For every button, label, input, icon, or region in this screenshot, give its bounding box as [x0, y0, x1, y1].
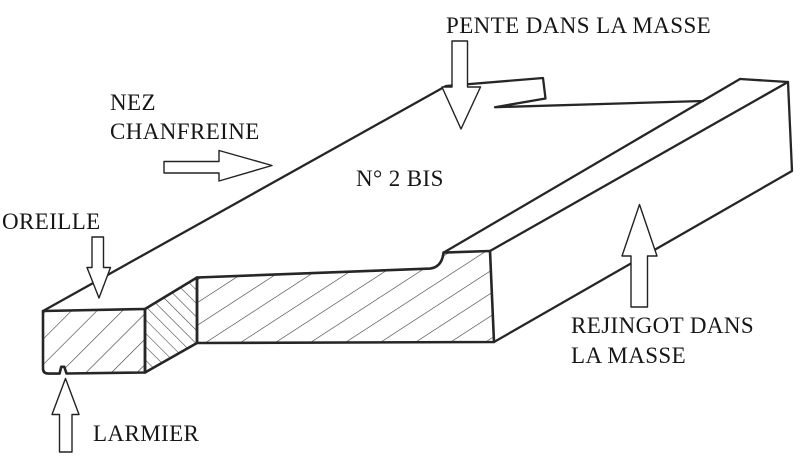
larmier-up-arrow-icon	[51, 377, 80, 453]
shoulder-cut-face	[143, 276, 199, 374]
pente-label: PENTE DANS LA MASSE	[446, 13, 712, 38]
oreille-cut-face	[41, 307, 147, 375]
pente-down-arrow-icon	[441, 40, 482, 130]
rejingot-label-line2: LA MASSE	[571, 343, 687, 368]
larmier-label: LARMIER	[93, 421, 200, 446]
rejingot-ridge-edge	[442, 77, 742, 254]
oreille-down-arrow-icon	[86, 236, 112, 299]
front-top-edge	[488, 80, 790, 253]
part-number-label: N° 2 BIS	[356, 166, 444, 191]
top-back-edge-and-rejingot-notch	[41, 76, 705, 313]
rejingot-label-line1: REJINGOT DANS	[571, 313, 755, 338]
nez-right-arrow-icon	[163, 149, 273, 182]
nez-label-line1: NEZ	[110, 90, 156, 115]
nez-chanfreine-label: NEZ CHANFREINE	[110, 88, 260, 146]
rejingot-label: REJINGOT DANS LA MASSE	[571, 311, 754, 371]
main-cut-face	[195, 249, 496, 345]
oreille-label: OREILLE	[2, 209, 101, 234]
nez-label-line2: CHANFREINE	[110, 119, 260, 144]
rejingot-up-arrow-icon	[621, 203, 658, 308]
